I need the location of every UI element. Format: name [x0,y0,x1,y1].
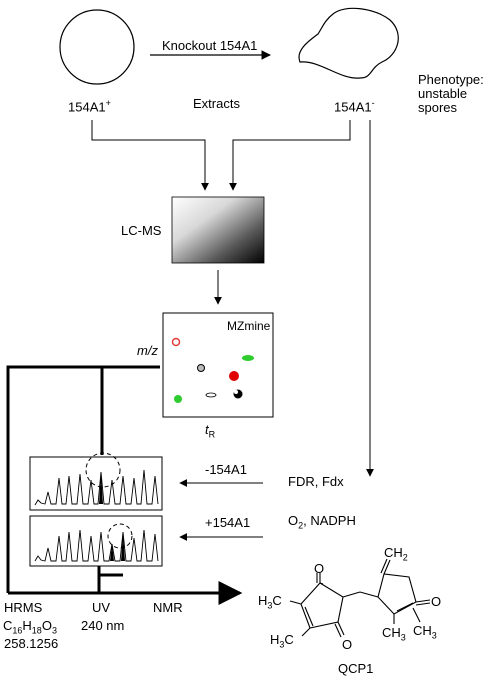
mass-label: 258.1256 [4,636,59,651]
atom-h3c-bottom: H3C [270,632,294,653]
h3c-b-sub: 3 [279,639,285,650]
mzmine-spot-green-1 [242,355,254,361]
phenotype-line-unstable: unstable [418,86,468,101]
qcp1-structure [289,558,431,638]
enzymes-label: FDR, Fdx [288,474,344,489]
minus-154a1-label: -154A1 [205,462,247,477]
h3c-a-sub: 3 [267,600,273,611]
ch2-sub: 2 [402,552,408,563]
nmr-label: NMR [153,600,183,615]
thick-connector-left [6,365,160,593]
tr-axis-sub: R [208,429,216,440]
lcms-gradient-box [171,196,265,264]
formula-h-sub: 18 [31,625,42,636]
mzmine-spot-ellipse [205,392,217,398]
hrms-label: HRMS [4,600,43,615]
atom-o-right: O [431,594,442,609]
mzmine-spot-red-outline [171,337,181,347]
phenotype-block: Phenotype: unstable spores [418,73,484,115]
chromatogram-plus [29,515,163,567]
extracts-label: Extracts [193,96,240,111]
mzmine-spot-red-filled [229,371,239,381]
atom-o-left-bottom: O [342,637,353,652]
mzmine-spot-black-highlight [234,390,238,394]
mz-axis-label: m/z [137,343,158,358]
h3c-b-h: H [270,632,280,647]
h3c-a-c: C [272,593,282,608]
formula-h: H [22,618,32,633]
ch3-a-sub: 3 [400,632,406,643]
mutant-cell-shape [298,7,399,79]
wildtype-extract-arrow [91,120,209,191]
oxygen-text: O [288,513,299,528]
plus-154a1-label: +154A1 [205,515,251,530]
wildtype-label-text: 154A1 [68,99,106,115]
nadph-text: , NADPH [303,513,356,528]
chromatogram-minus [29,452,163,511]
formula-c-sub: 16 [12,625,23,636]
knockout-label: Knockout 154A1 [162,38,258,53]
cofactors-label: O2, NADPH [288,513,356,534]
atom-ch2: CH2 [384,545,408,566]
mzmine-spot-green-2 [174,395,182,403]
formula-c: C [3,618,13,633]
mzmine-label: MZmine [227,319,271,333]
atom-h3c-top: H3C [258,593,282,614]
wildtype-label: 154A1+ [68,96,111,114]
formula-o: O [41,618,52,633]
tr-axis-label: tR [205,422,215,443]
formula-o-sub: 3 [51,625,57,636]
molecule-name: QCP1 [338,661,374,676]
phenotype-line-spores: spores [418,100,458,115]
ch3-a-main: CH [382,625,401,640]
mutant-label: 154A1- [334,96,375,114]
atom-ch3-b: CH3 [413,623,437,644]
phenotype-label: Phenotype: [418,72,484,87]
oxygen-sub: 2 [298,520,304,531]
ch3-b-main: CH [413,623,432,638]
mzmine-spot-gray [197,364,205,372]
wavelength-label: 240 nm [81,618,125,633]
wildtype-label-sup: + [105,98,111,108]
mutant-label-sup: - [371,98,375,108]
wildtype-cell-circle [59,9,135,85]
atom-o-left-top: O [314,561,325,576]
lcms-label: LC-MS [121,223,162,238]
ch3-b-sub: 3 [431,630,437,641]
mutant-extract-arrow [229,120,351,191]
ch2-main: CH [384,545,403,560]
atom-ch3-a: CH3 [382,625,406,646]
mutant-label-text: 154A1 [334,99,372,115]
formula-label: C16H18O3 [3,618,57,639]
h3c-a-h: H [258,593,268,608]
h3c-b-c: C [284,632,294,647]
tr-axis-main: t [205,422,209,437]
uv-label: UV [92,600,111,615]
